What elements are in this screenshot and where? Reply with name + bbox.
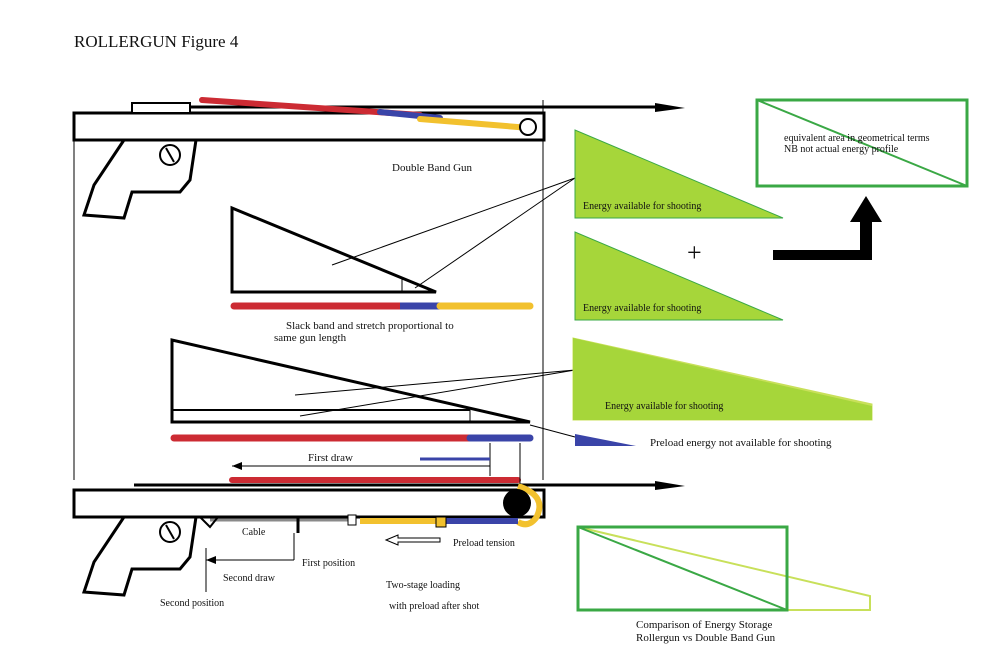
label-energy-available-2: Energy available for shooting [583,303,701,314]
preload-triangle [575,434,636,446]
roller-wheel [503,489,531,517]
spear-tip-bottom [655,481,685,490]
label-equivalent-area-1: equivalent area in geometrical terms [784,133,930,144]
label-comparison-1: Comparison of Energy Storage [636,619,772,631]
double-band-gun [72,97,685,220]
combine-arrow-icon [773,196,882,260]
label-energy-available-1: Energy available for shooting [583,201,701,212]
label-slack-band-2: same gun length [274,332,347,344]
figure-title: ROLLERGUN Figure 4 [74,32,239,51]
gun-barrel-bottom [72,488,546,519]
label-preload-energy: Preload energy not available for shootin… [650,437,832,449]
gun-barrel-top [72,111,546,142]
label-equivalent-area-2: NB not actual energy profile [784,144,899,155]
first-draw-annotation: First draw [232,443,521,484]
band-yellow-top [417,116,533,131]
energy-triangle-1: Energy available for shooting [574,129,784,219]
label-double-band-gun: Double Band Gun [392,162,473,174]
label-two-stage-2: with preload after shot [389,601,479,612]
label-preload-tension: Preload tension [453,538,515,549]
label-two-stage-1: Two-stage loading [386,580,460,591]
triangle-double-band [230,177,576,294]
label-first-draw: First draw [308,452,353,464]
label-comparison-2: Rollergun vs Double Band Gun [636,632,776,644]
rollergun [72,477,685,597]
label-energy-available-3: Energy available for shooting [605,401,723,412]
label-cable: Cable [242,527,266,538]
plus-sign: + [687,238,702,267]
preload-tension-annotation: Preload tension [384,534,515,549]
label-slack-band-1: Slack band and stretch proportional to [286,320,454,332]
energy-triangle-3: Energy available for shooting [572,337,873,421]
triangle-rollergun [170,338,576,438]
label-first-position: First position [302,558,355,569]
wishbone-top [519,118,537,136]
energy-triangle-2: Energy available for shooting [574,231,784,321]
spear-tip-top [655,103,685,112]
label-second-position: Second position [160,598,224,609]
label-second-draw: Second draw [223,573,276,584]
equivalent-area-box: equivalent area in geometrical terms NB … [755,98,969,188]
comparison-box: Comparison of Energy Storage Rollergun v… [576,525,871,644]
